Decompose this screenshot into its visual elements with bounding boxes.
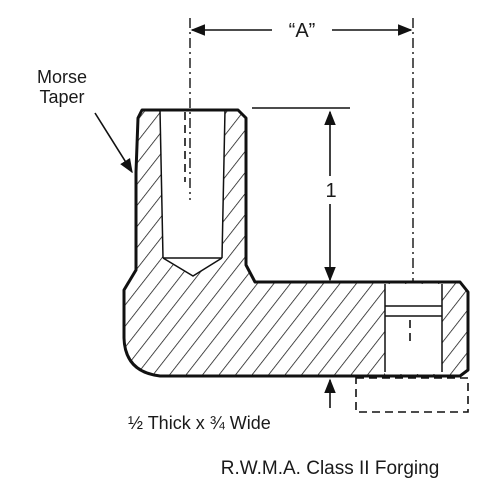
thickness-note: ½ Thick x ¾ Wide <box>128 378 336 433</box>
figure-caption: R.W.M.A. Class II Forging <box>221 458 440 479</box>
morse-label-line2: Taper <box>39 87 84 107</box>
forging-body <box>122 108 470 378</box>
forging-outline <box>122 108 470 378</box>
dimension-height: 1 <box>252 107 350 282</box>
dashed-section-outline <box>355 377 469 413</box>
morse-taper-callout: Morse Taper <box>37 67 133 174</box>
thickness-note-label: ½ Thick x ¾ Wide <box>128 413 271 433</box>
taper-bore <box>160 110 225 276</box>
dimension-height-label: 1 <box>325 180 336 202</box>
dimension-a: “A” <box>189 18 414 282</box>
morse-label-line1: Morse <box>37 67 87 87</box>
dimension-a-label: “A” <box>289 20 316 42</box>
cross-hole <box>385 284 442 374</box>
drill-point <box>162 257 223 277</box>
